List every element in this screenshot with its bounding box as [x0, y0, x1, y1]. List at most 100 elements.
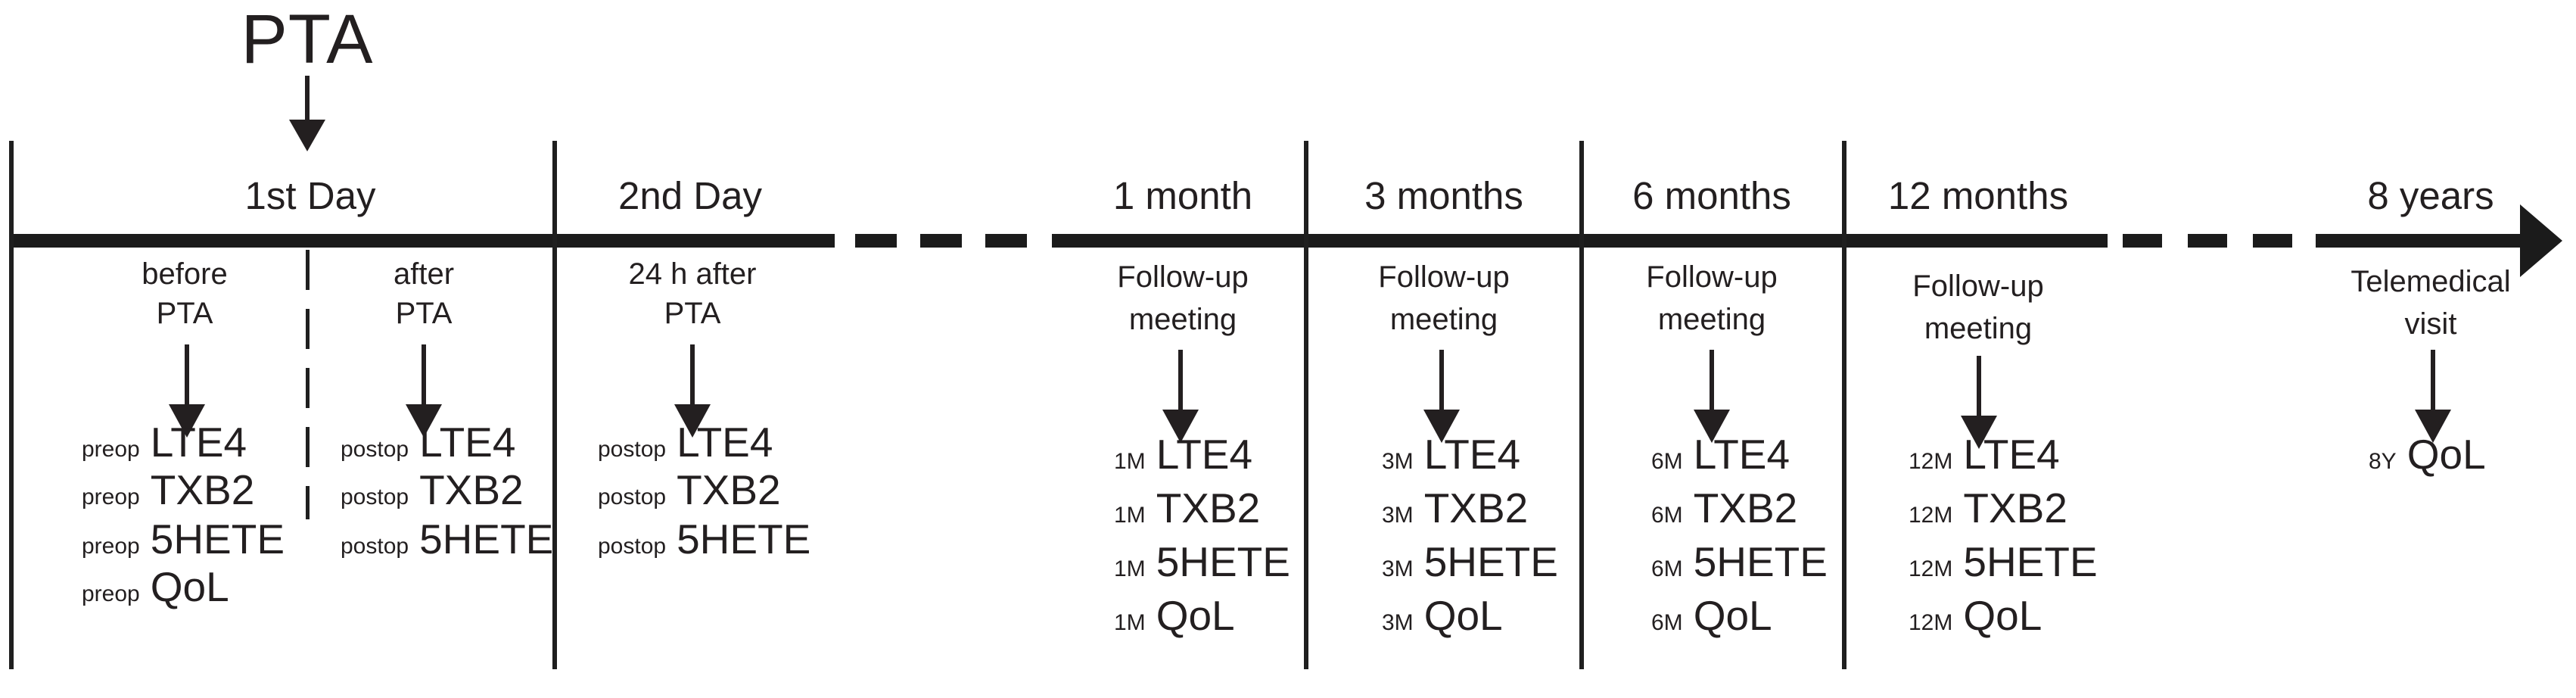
event-label-telemedical-visit: Telemedical visit [2350, 265, 2511, 341]
period-label-12-months: 12 months [1887, 174, 2069, 217]
timeline-bar-dash [2188, 234, 2227, 248]
measurement-label: 5HETE [1156, 538, 1290, 585]
measurement-prefix: postop [341, 534, 409, 559]
measurement-prefix: 3M [1382, 610, 1414, 635]
measurement-prefix: postop [598, 437, 667, 462]
measurement-row: 1M QoL [1114, 594, 1235, 644]
event-label-24h-after-pta: 24 h after PTA [628, 257, 757, 330]
measurement-prefix: 8Y [2369, 449, 2397, 474]
timeline-bar-dash [985, 234, 1027, 248]
pta-arrow-shaft [305, 76, 310, 124]
measurement-row: 12M TXB2 [1909, 487, 2067, 537]
measurement-label: LTE4 [1156, 431, 1253, 478]
measurement-prefix: 1M [1114, 556, 1146, 581]
down-arrow-icon [1961, 356, 1997, 450]
measurement-label: TXB2 [1693, 485, 1798, 531]
measurement-label: TXB2 [1963, 485, 2067, 531]
down-arrow-icon [1423, 350, 1460, 444]
measurement-label: TXB2 [1423, 485, 1529, 531]
timeline-bar-dash [2253, 234, 2292, 248]
measurement-prefix: preop [82, 534, 140, 559]
measurement-prefix: 3M [1382, 556, 1414, 581]
measurement-label: QoL [1963, 592, 2042, 639]
section-tick-start [9, 141, 14, 669]
measurement-label: LTE4 [1963, 431, 2060, 478]
measurement-label: TXB2 [419, 466, 524, 513]
measurement-prefix: postop [598, 534, 667, 559]
section-tick-day1-day2 [552, 141, 557, 669]
measurement-row: 3M TXB2 [1382, 487, 1528, 537]
measurement-row: 3M QoL [1382, 594, 1503, 644]
measurement-prefix: 3M [1382, 449, 1414, 474]
measurement-prefix: postop [341, 485, 409, 509]
measurement-label: QoL [1423, 592, 1503, 639]
measurement-label: 5HETE [677, 516, 811, 562]
down-arrow-icon [169, 344, 205, 438]
event-label-after-pta: after PTA [393, 257, 455, 330]
measurement-label: 5HETE [1693, 538, 1828, 585]
measurement-label: 5HETE [1963, 538, 2098, 585]
event-label-12m-follow-up: Follow-up meeting [1912, 270, 2044, 345]
measurement-prefix: 6M [1651, 556, 1683, 581]
event-label-3m-follow-up: Follow-up meeting [1378, 260, 1510, 336]
pta-down-arrow-icon [289, 76, 325, 153]
section-tick-3m-6m [1579, 141, 1584, 669]
measurement-label: 5HETE [150, 516, 285, 562]
measurement-prefix: preop [82, 437, 140, 462]
measurement-label: QoL [150, 563, 229, 610]
period-label-1-month: 1 month [1112, 174, 1253, 217]
measurement-row: postop LTE4 [341, 421, 515, 471]
measurement-label: QoL [1156, 592, 1235, 639]
measurement-prefix: preop [82, 581, 140, 606]
measurement-prefix: 6M [1651, 449, 1683, 474]
measurement-row: 6M LTE4 [1651, 433, 1790, 483]
measurement-row: preop 5HETE [82, 518, 285, 568]
period-label-6-months: 6 months [1632, 174, 1791, 217]
measurement-label: QoL [2406, 431, 2486, 478]
measurement-row: 3M LTE4 [1382, 433, 1520, 483]
measurement-prefix: 1M [1114, 610, 1146, 635]
event-label-1m-follow-up: Follow-up meeting [1117, 260, 1249, 336]
event-label-before-pta: before PTA [142, 257, 228, 330]
measurement-label: LTE4 [1423, 431, 1521, 478]
measurement-row: 6M 5HETE [1651, 541, 1828, 590]
timeline-bar-dash [855, 234, 897, 248]
measurement-label: QoL [1693, 592, 1772, 639]
measurement-label: TXB2 [150, 466, 255, 513]
down-arrow-icon [674, 344, 711, 438]
measurement-row: 8Y QoL [2369, 433, 2486, 483]
timeline-bar-segment-1 [9, 234, 835, 248]
period-label-3-months: 3 months [1364, 174, 1523, 217]
measurement-prefix: 12M [1909, 556, 1953, 581]
measurement-label: LTE4 [1693, 431, 1790, 478]
period-label-2nd-day: 2nd Day [618, 174, 762, 217]
measurement-prefix: postop [341, 437, 409, 462]
measurement-row: 12M QoL [1909, 594, 2042, 644]
pta-title: PTA [241, 1, 374, 78]
timeline-bar-dash [2123, 234, 2162, 248]
measurement-prefix: 12M [1909, 449, 1953, 474]
measurement-label: TXB2 [677, 466, 781, 513]
measurement-label: LTE4 [150, 419, 247, 466]
before-after-divider [306, 250, 310, 519]
section-tick-1m-3m [1304, 141, 1308, 669]
measurement-label: LTE4 [419, 419, 516, 466]
pta-arrow-head [289, 120, 325, 151]
measurement-prefix: 12M [1909, 503, 1953, 528]
event-label-6m-follow-up: Follow-up meeting [1646, 260, 1778, 336]
measurement-prefix: 3M [1382, 503, 1414, 528]
down-arrow-icon [2415, 350, 2451, 444]
period-label-8-years: 8 years [2367, 174, 2494, 217]
timeline-bar-segment-3 [2316, 234, 2524, 248]
measurement-label: 5HETE [1423, 538, 1558, 585]
measurement-row: 1M 5HETE [1114, 541, 1290, 590]
measurement-row: preop LTE4 [82, 421, 247, 471]
measurement-prefix: 6M [1651, 610, 1683, 635]
down-arrow-icon [1694, 350, 1730, 444]
measurement-prefix: 1M [1114, 503, 1146, 528]
measurement-prefix: 12M [1909, 610, 1953, 635]
measurement-prefix: postop [598, 485, 667, 509]
